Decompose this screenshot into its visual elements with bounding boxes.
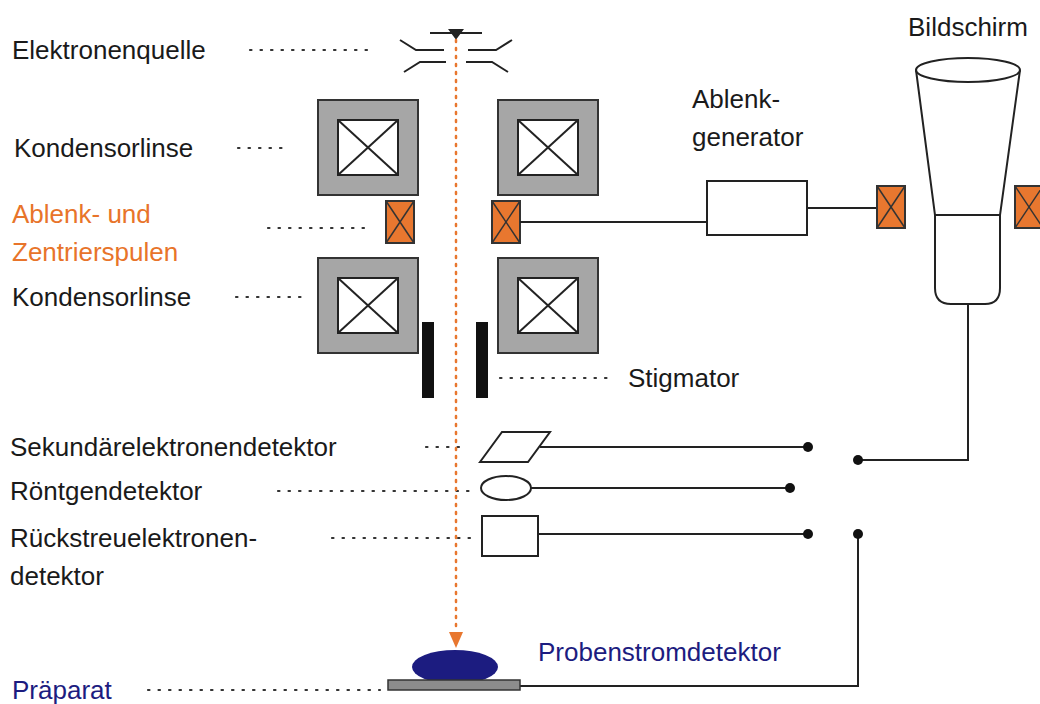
part-label: Kondensorlinse bbox=[14, 131, 254, 165]
screen-bounds bbox=[876, 186, 906, 228]
screen-node: Bildschirm bbox=[876, 8, 1040, 308]
part-label: Probenstromdetektor bbox=[538, 635, 858, 669]
part-label: Elektronenquelle bbox=[12, 33, 272, 67]
part-label: Sekundärelektronendetektor bbox=[10, 430, 430, 464]
part-label: Rückstreuelektronen- detektor bbox=[10, 519, 300, 595]
generator-node: Ablenk- generator bbox=[692, 80, 842, 238]
screen-title: Bildschirm bbox=[908, 8, 1028, 46]
wire-connector bbox=[808, 208, 876, 209]
part-label: Präparat bbox=[12, 673, 152, 704]
part-label: Röntgendetektor bbox=[10, 474, 290, 508]
generator-title: Ablenk- generator bbox=[692, 80, 832, 156]
generator-box bbox=[706, 180, 808, 236]
screen-outline bbox=[876, 8, 1040, 308]
part-label: Kondensorlinse bbox=[12, 280, 252, 314]
part-label: Ablenk- und Zentrierspulen bbox=[12, 195, 227, 271]
part-label: Stigmator bbox=[628, 361, 828, 395]
